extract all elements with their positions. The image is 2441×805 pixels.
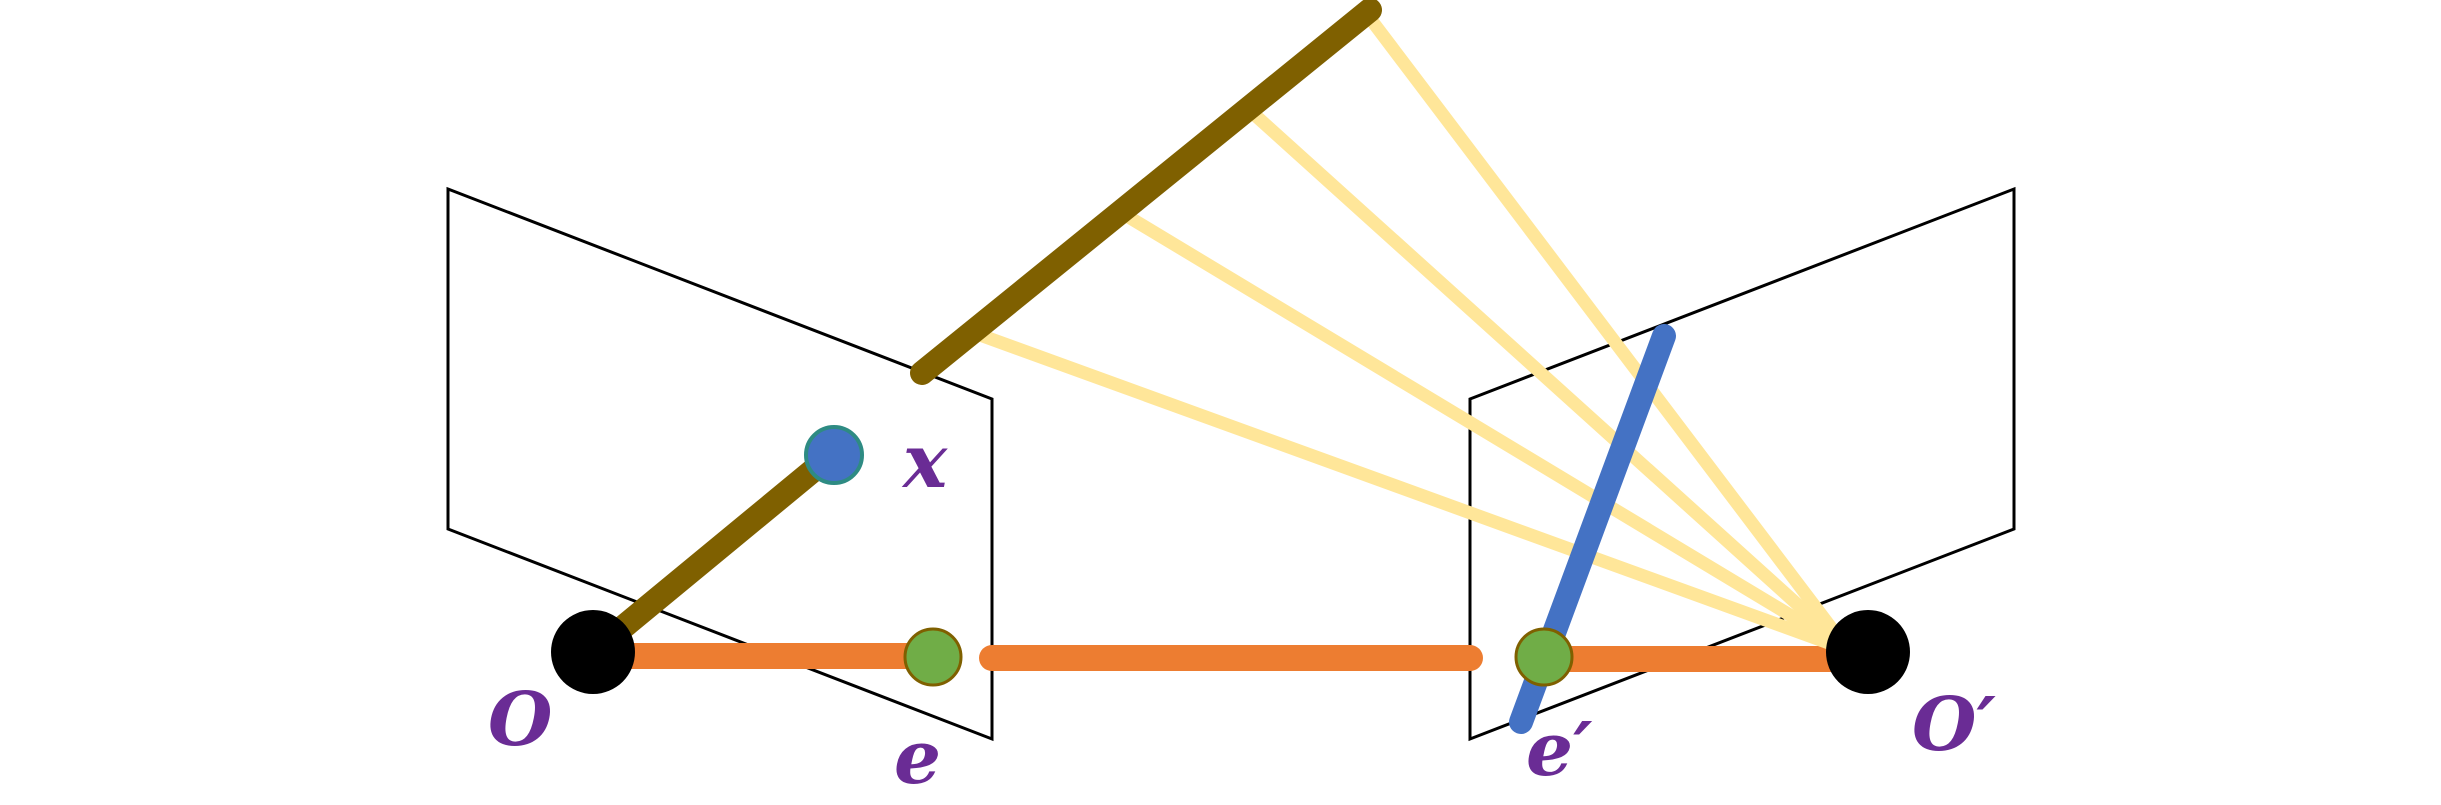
label-right-epipole: e′	[1526, 707, 1593, 793]
candidate-ray-2	[1120, 209, 1855, 657]
left-epipole	[903, 627, 963, 687]
right-image-plane	[1468, 186, 2016, 742]
image-point-x	[804, 425, 864, 485]
left-image-plane	[446, 186, 994, 742]
ray-left-center-to-image-point	[581, 442, 845, 664]
right-camera-center	[1826, 610, 1910, 694]
label-image-point: x	[901, 419, 948, 505]
label-left-epipole: e	[894, 715, 941, 801]
candidate-ray-1	[973, 328, 1855, 657]
label-left-camera-center: O	[488, 677, 552, 763]
candidate-ray-3	[1249, 109, 1855, 657]
ray-beyond-image-plane	[910, 0, 1382, 385]
label-right-camera-center: O′	[1912, 682, 1996, 768]
left-camera-center	[551, 610, 635, 694]
candidate-ray-4	[1359, 6, 1855, 657]
right-epipole	[1514, 627, 1574, 687]
